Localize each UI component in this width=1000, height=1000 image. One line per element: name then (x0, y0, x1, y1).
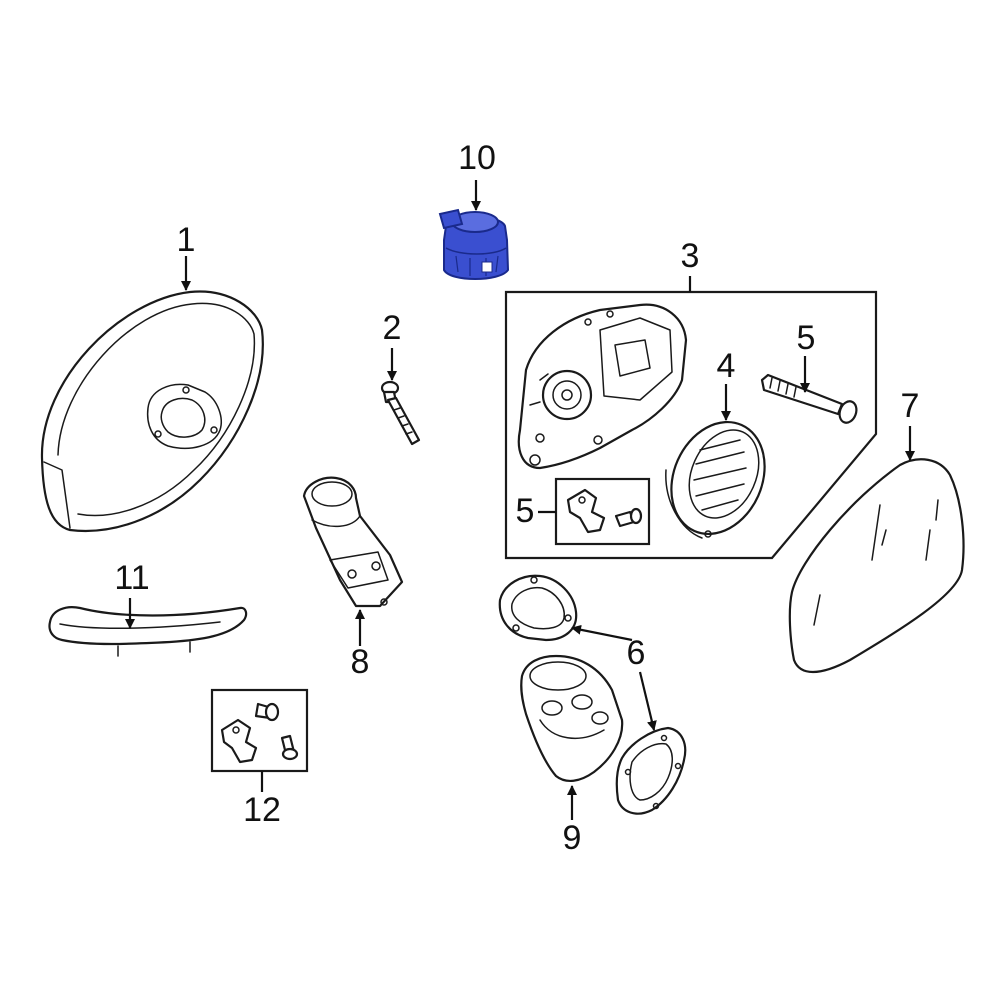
part-12-hardware-box[interactable] (210, 688, 309, 773)
part-1-mirror-cover[interactable] (40, 290, 264, 532)
callout-labels: 1 2 3 4 5 5 6 7 8 9 10 11 12 (114, 139, 919, 857)
callout-9: 9 (563, 819, 582, 857)
callout-2: 2 (383, 309, 402, 347)
part-4-actuator-disc[interactable] (654, 407, 782, 549)
callout-10: 10 (458, 139, 496, 177)
part-11-turn-signal[interactable] (48, 606, 248, 657)
callout-12: 12 (243, 791, 281, 829)
leader-6-lower (638, 671, 657, 731)
part-9-motor-base[interactable] (520, 654, 624, 782)
part-5-bolt[interactable] (760, 373, 859, 425)
part-10-connector[interactable] (438, 208, 510, 280)
part-7-mirror-glass[interactable] (788, 458, 965, 673)
callout-7: 7 (901, 387, 920, 425)
callout-6: 6 (627, 634, 646, 672)
part-6-gasket-upper[interactable] (498, 574, 578, 642)
part-2-screw[interactable] (380, 380, 421, 446)
part-5-hardware-box[interactable] (554, 477, 651, 546)
callout-1: 1 (177, 221, 196, 259)
leader-lines (125, 180, 915, 820)
part-3-assembly-box[interactable] (504, 290, 878, 560)
callout-5-bolt: 5 (797, 319, 816, 357)
callout-8: 8 (351, 643, 370, 681)
part-3-motor-housing[interactable] (517, 303, 688, 470)
callout-3: 3 (681, 237, 700, 275)
callout-4: 4 (717, 347, 736, 385)
callout-5-box: 5 (516, 492, 535, 530)
callout-11: 11 (114, 559, 149, 597)
part-6-gasket-lower[interactable] (615, 726, 687, 815)
part-8-bracket[interactable] (302, 476, 404, 608)
leader-6-upper (571, 624, 633, 642)
